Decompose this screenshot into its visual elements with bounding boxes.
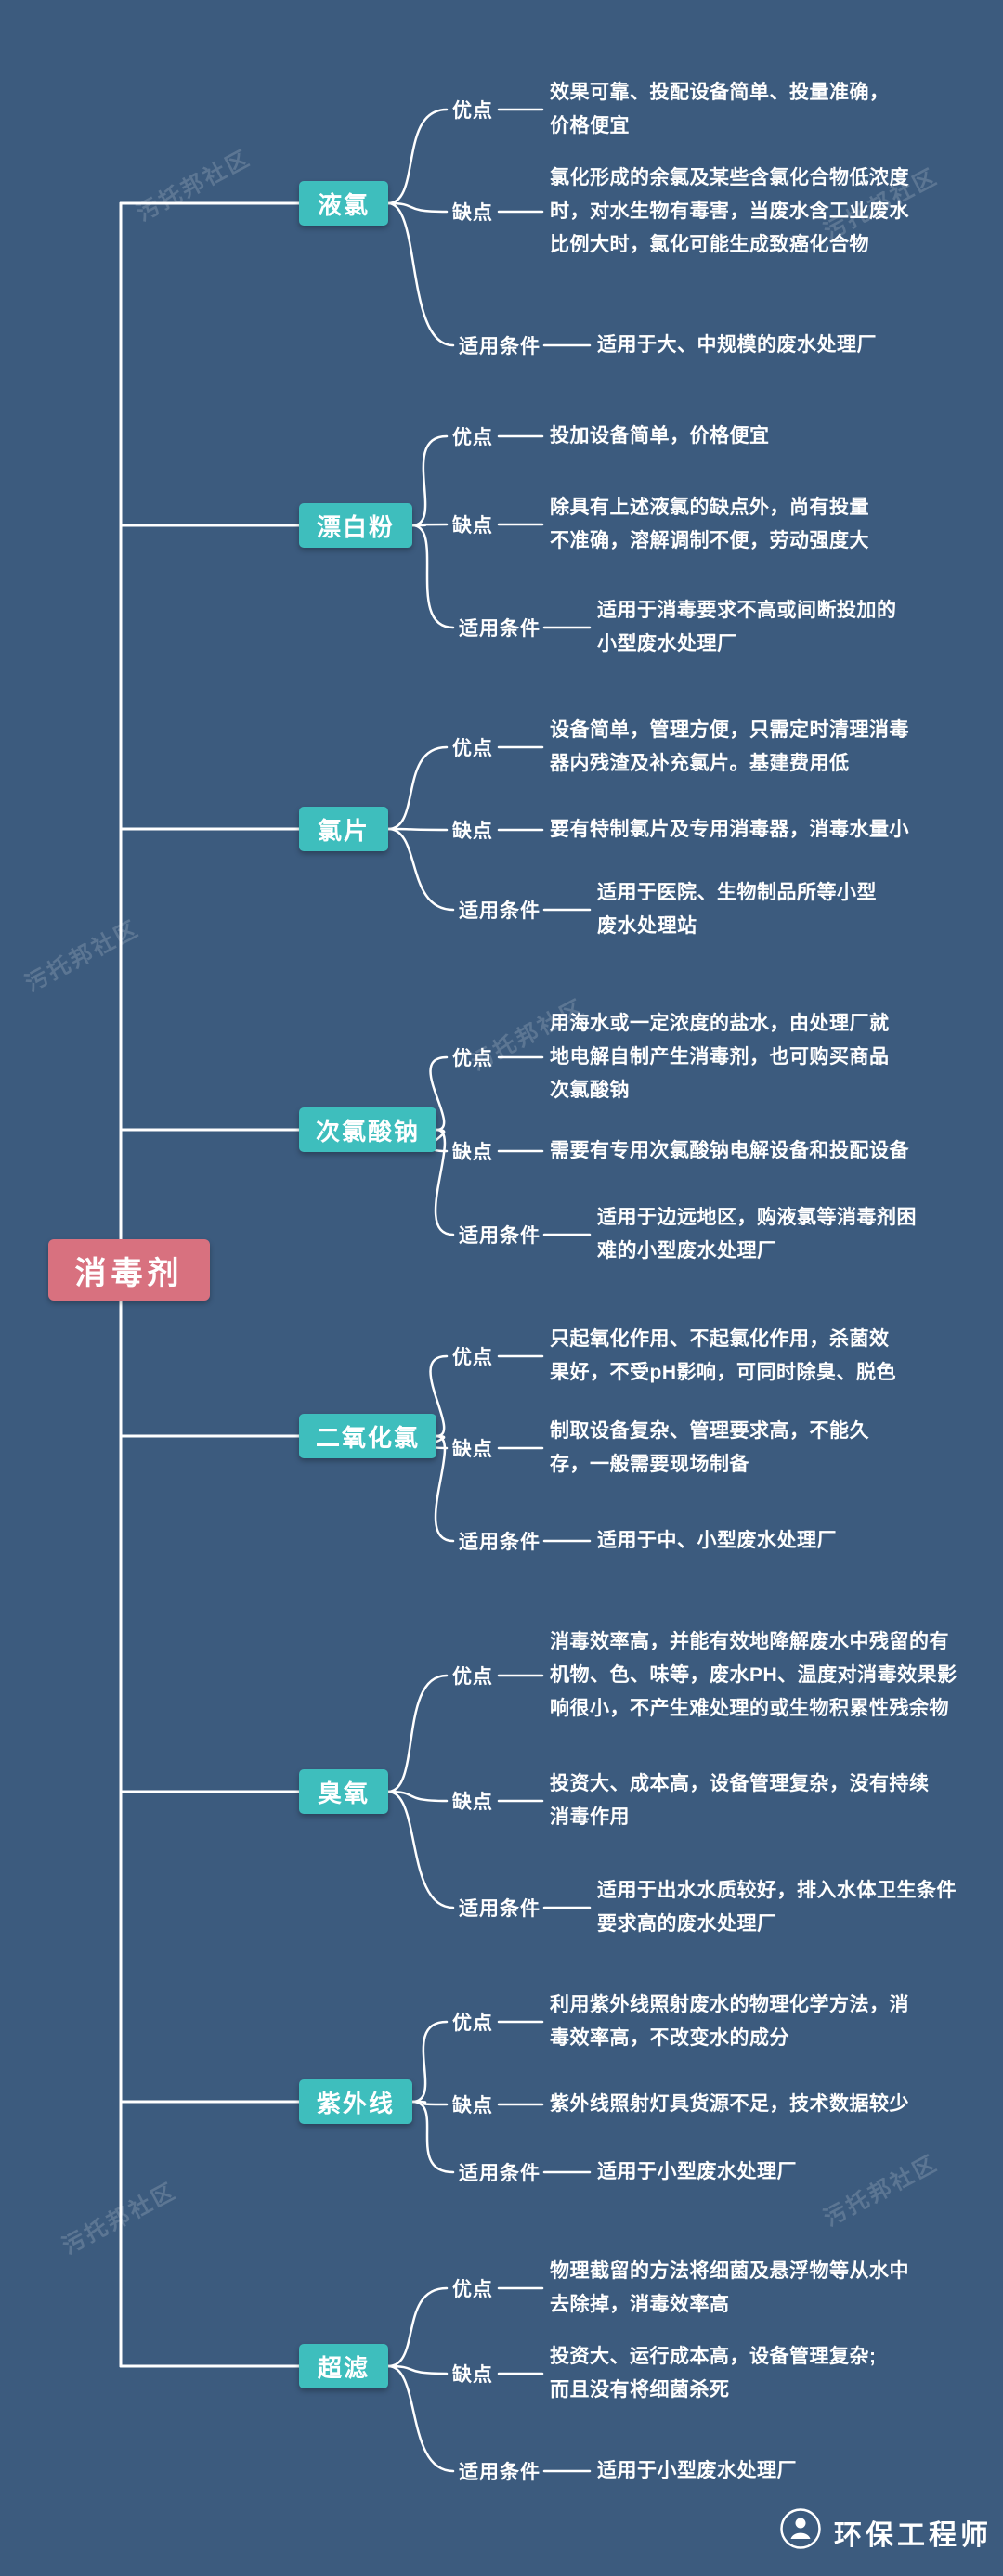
cons-label: 缺点 bbox=[452, 2095, 493, 2116]
cons-label: 缺点 bbox=[452, 1142, 493, 1163]
conditions-label: 适用条件 bbox=[459, 618, 541, 640]
pros-text: 物理截留的方法将细菌及悬浮物等从水中 去除掉，消毒效率高 bbox=[550, 2260, 909, 2315]
pros-text: 消毒效率高，并能有效地降解废水中残留的有 机物、色、味等，废水PH、温度对消毒效… bbox=[550, 1631, 957, 1719]
branch-node-sodium-hypochlorite[interactable]: 次氯酸钠 bbox=[299, 1107, 436, 1152]
cons-label: 缺点 bbox=[452, 1439, 493, 1460]
branch-node-bleaching-powder[interactable]: 漂白粉 bbox=[299, 503, 412, 548]
cons-text: 投资大、成本高，设备管理复杂，没有持续 消毒作用 bbox=[550, 1773, 930, 1828]
conditions-label: 适用条件 bbox=[459, 1898, 541, 1920]
branch-node-chlorine-tablet[interactable]: 氯片 bbox=[299, 807, 388, 851]
brand-name: 环保工程师 bbox=[834, 2520, 992, 2551]
pros-label: 优点 bbox=[452, 2013, 493, 2034]
pros-label: 优点 bbox=[452, 1048, 493, 1069]
branch-node-ultrafiltration[interactable]: 超滤 bbox=[299, 2344, 388, 2388]
cons-label: 缺点 bbox=[452, 2364, 493, 2386]
conditions-text: 适用于边远地区，购液氯等消毒剂困 难的小型废水处理厂 bbox=[597, 1207, 917, 1262]
pros-label: 优点 bbox=[452, 427, 493, 448]
conditions-text: 适用于大、中规模的废水处理厂 bbox=[597, 334, 877, 356]
cons-text: 除具有上述液氯的缺点外，尚有投量 不准确，溶解调制不便，劳动强度大 bbox=[550, 497, 869, 551]
branch-node-uv[interactable]: 紫外线 bbox=[299, 2079, 412, 2124]
conditions-text: 适用于中、小型废水处理厂 bbox=[597, 1530, 837, 1551]
pros-text: 设备简单，管理方便，只需定时清理消毒 器内残渣及补充氯片。基建费用低 bbox=[550, 719, 909, 774]
branch-node-liquid-chlorine[interactable]: 液氯 bbox=[299, 181, 388, 226]
pros-text: 利用紫外线照射废水的物理化学方法，消 毒效率高，不改变水的成分 bbox=[550, 1994, 909, 2049]
conditions-text: 适用于出水水质较好，排入水体卫生条件 要求高的废水处理厂 bbox=[597, 1880, 957, 1935]
root-node-disinfectant[interactable]: 消毒剂 bbox=[48, 1239, 210, 1301]
pros-label: 优点 bbox=[452, 738, 493, 759]
cons-label: 缺点 bbox=[452, 202, 493, 224]
conditions-label: 适用条件 bbox=[459, 2462, 541, 2483]
branch-node-ozone[interactable]: 臭氧 bbox=[299, 1769, 388, 1814]
branch-node-chlorine-dioxide[interactable]: 二氧化氯 bbox=[299, 1414, 436, 1458]
cons-label: 缺点 bbox=[452, 1792, 493, 1813]
pros-text: 投加设备简单，价格便宜 bbox=[550, 425, 770, 447]
pros-text: 效果可靠、投配设备简单、投量准确， 价格便宜 bbox=[550, 82, 890, 136]
cons-text: 需要有专用次氯酸钠电解设备和投配设备 bbox=[550, 1140, 909, 1161]
conditions-text: 适用于消毒要求不高或间断投加的 小型废水处理厂 bbox=[597, 600, 897, 654]
conditions-label: 适用条件 bbox=[459, 336, 541, 357]
pros-label: 优点 bbox=[452, 1666, 493, 1688]
conditions-text: 适用于医院、生物制品所等小型 废水处理站 bbox=[597, 882, 877, 937]
conditions-label: 适用条件 bbox=[459, 900, 541, 922]
pros-label: 优点 bbox=[452, 1347, 493, 1368]
conditions-label: 适用条件 bbox=[459, 1532, 541, 1553]
cons-text: 氯化形成的余氯及某些含氯化合物低浓度 时，对水生物有毒害，当废水含工业废水 比例… bbox=[550, 167, 909, 255]
pros-text: 用海水或一定浓度的盐水，由处理厂就 地电解自制产生消毒剂，也可购买商品 次氯酸钠 bbox=[550, 1013, 890, 1101]
conditions-label: 适用条件 bbox=[459, 1225, 541, 1247]
conditions-text: 适用于小型废水处理厂 bbox=[597, 2460, 797, 2481]
pros-label: 优点 bbox=[452, 100, 493, 122]
cons-label: 缺点 bbox=[452, 515, 493, 537]
pros-label: 优点 bbox=[452, 2279, 493, 2300]
conditions-label: 适用条件 bbox=[459, 2163, 541, 2184]
cons-text: 投资大、运行成本高，设备管理复杂; 而且没有将细菌杀死 bbox=[550, 2346, 877, 2401]
brand-logo-icon bbox=[780, 2508, 821, 2549]
pros-text: 只起氧化作用、不起氯化作用，杀菌效 果好，不受pH影响，可同时除臭、脱色 bbox=[550, 1328, 896, 1383]
cons-text: 紫外线照射灯具货源不足，技术数据较少 bbox=[550, 2093, 909, 2115]
conditions-text: 适用于小型废水处理厂 bbox=[597, 2161, 797, 2182]
cons-text: 要有特制氯片及专用消毒器，消毒水量小 bbox=[550, 819, 909, 840]
cons-label: 缺点 bbox=[452, 821, 493, 842]
cons-text: 制取设备复杂、管理要求高，不能久 存，一般需要现场制备 bbox=[550, 1420, 869, 1475]
